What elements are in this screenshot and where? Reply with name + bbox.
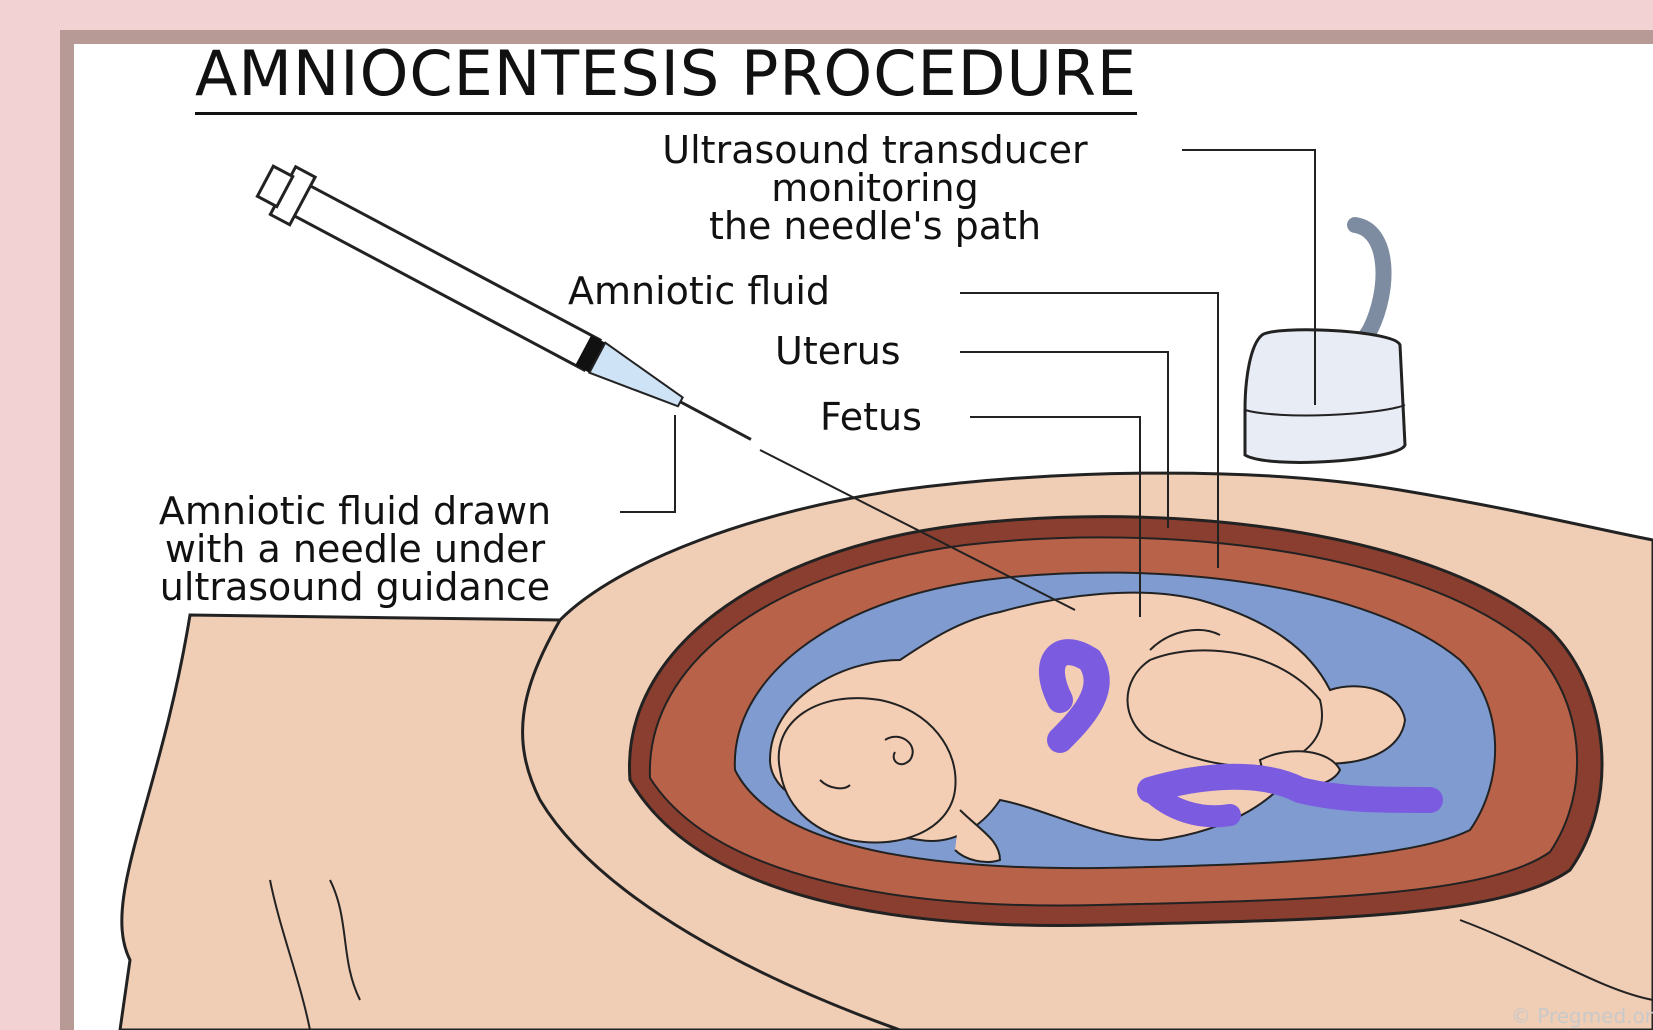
diagram-title: AMNIOCENTESIS PROCEDURE — [195, 38, 1137, 115]
label-needle-line1: Amniotic fluid drawn — [85, 492, 625, 530]
label-transducer: Ultrasound transducer monitoring the nee… — [565, 131, 1185, 245]
label-uterus: Uterus — [775, 332, 901, 370]
label-needle: Amniotic fluid drawn with a needle under… — [85, 492, 625, 606]
label-fetus: Fetus — [820, 398, 922, 436]
needle-leader — [620, 415, 675, 512]
watermark: © Pregmed.or — [1511, 1004, 1653, 1028]
label-amniotic-fluid: Amniotic fluid — [568, 272, 830, 310]
label-transducer-line3: the needle's path — [565, 207, 1185, 245]
label-transducer-line2: monitoring — [565, 169, 1185, 207]
label-needle-line3: ultrasound guidance — [85, 568, 625, 606]
label-needle-line2: with a needle under — [85, 530, 625, 568]
label-transducer-line1: Ultrasound transducer — [565, 131, 1185, 169]
ultrasound-transducer — [1245, 330, 1405, 463]
